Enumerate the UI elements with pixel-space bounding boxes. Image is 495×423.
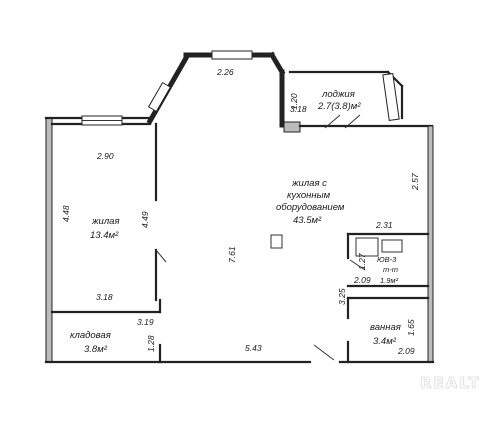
dim-2-31: 2.31: [375, 220, 393, 230]
dimension-labels: 2.26 1.20 3.18 2.90 4.48 4.49 7.61 2.57 …: [61, 67, 420, 356]
dim-3-19: 3.19: [137, 317, 154, 327]
loggia-window: [382, 72, 400, 122]
wc-sink: [381, 239, 403, 253]
entrance-door: [313, 344, 335, 361]
dim-2-09-wc: 2.09: [353, 275, 371, 285]
dim-3-25: 3.25: [337, 288, 347, 305]
wc-area: 1.9м²: [380, 276, 399, 285]
dim-4-49: 4.49: [140, 211, 150, 228]
wc-name-2: т-т: [383, 265, 398, 274]
column: [283, 121, 301, 133]
dim-1-65: 1.65: [406, 319, 416, 336]
storage-name: кладовая: [70, 330, 111, 341]
bay-window-left: [147, 81, 172, 113]
dim-2-26: 2.26: [216, 67, 234, 77]
bath-name: ванная: [370, 322, 401, 333]
bedroom-area: 13.4м²: [90, 230, 119, 241]
bath-area: 3.4м²: [373, 336, 397, 347]
living-name-3: оборудованием: [276, 202, 345, 213]
wc-fixture: [355, 237, 379, 257]
left-wall: [45, 117, 53, 363]
bedroom-name: жилая: [91, 216, 120, 227]
dim-2-09-bath: 2.09: [397, 346, 415, 356]
bay-right-wall: [268, 51, 286, 76]
storage-area: 3.8м²: [84, 344, 108, 355]
interior-walls: [50, 122, 430, 364]
dim-4-48: 4.48: [61, 205, 71, 222]
dim-2-57: 2.57: [410, 173, 420, 191]
dim-1-20-top: 1.20: [289, 93, 299, 110]
dim-7-61: 7.61: [227, 246, 237, 263]
watermark-realt: REALT: [420, 374, 481, 392]
loggia-name: лоджия: [321, 89, 355, 100]
loggia-area: 2.7(3.8)м²: [317, 101, 361, 112]
room-labels: лоджия 2.7(3.8)м² жилая 13.4м² жилая с к…: [70, 89, 401, 355]
bay-window-top: [211, 50, 253, 60]
living-name-1: жилая с: [291, 178, 327, 189]
dim-3-18-top: 3.18: [290, 104, 307, 114]
living-name-2: кухонным: [287, 190, 331, 201]
dim-5-43: 5.43: [245, 343, 262, 353]
right-wall: [427, 125, 434, 363]
center-column: [270, 234, 283, 249]
living-area: 43.5м²: [293, 215, 322, 226]
dim-2-90: 2.90: [96, 151, 114, 161]
dim-1-28: 1.28: [146, 335, 156, 352]
wc-name-1: ЮВ-3: [377, 255, 397, 264]
dim-1-27: 1.27: [357, 253, 367, 270]
exterior-walls: [44, 50, 435, 364]
dim-3-18-mid: 3.18: [96, 292, 113, 302]
